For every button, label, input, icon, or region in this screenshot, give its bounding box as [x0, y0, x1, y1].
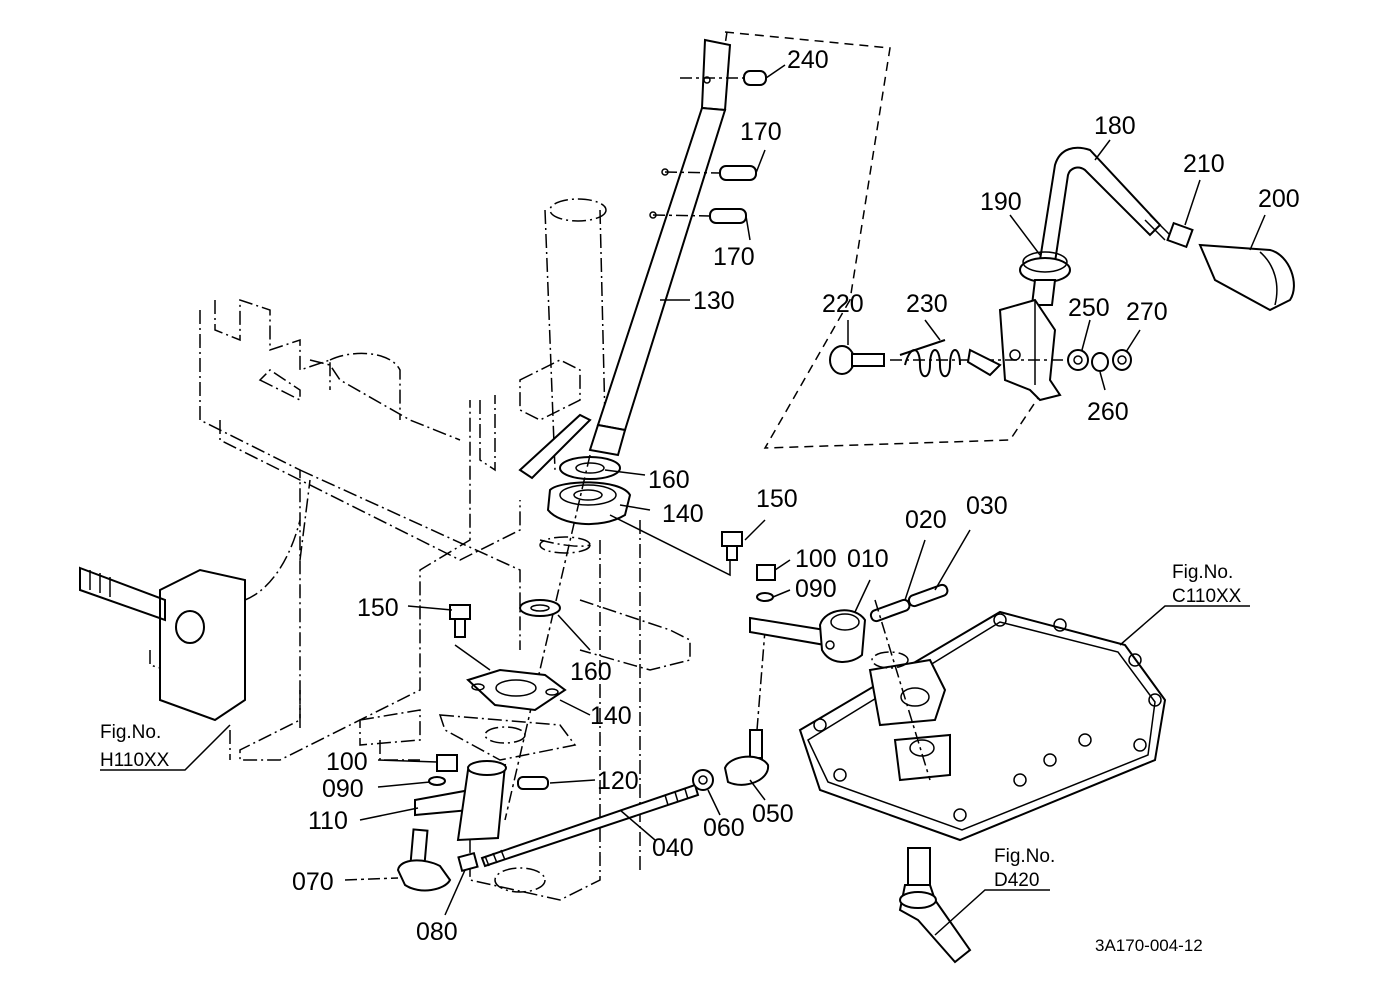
label-090-lower: 090: [322, 775, 364, 803]
lever-group-frame: [724, 31, 1041, 449]
washer-090-lower: [428, 776, 446, 786]
leader-lines: [100, 64, 1266, 936]
label-010: 010: [847, 545, 889, 573]
fig-ref-c110-line1: Fig.No.: [1172, 562, 1233, 583]
label-090-upper: 090: [795, 575, 837, 603]
label-040: 040: [652, 834, 694, 862]
drawing-code: 3A170-004-12: [1095, 936, 1203, 955]
side-shaft: [79, 519, 301, 722]
pin-170-lower: [709, 208, 747, 224]
label-260: 260: [1087, 398, 1129, 426]
figure-ref-c110: Fig.No. C110XX: [1172, 562, 1242, 607]
label-050: 050: [752, 800, 794, 828]
label-140-upper: 140: [662, 500, 704, 528]
washer-160-upper: [559, 456, 621, 480]
washer-090-upper: [756, 592, 774, 602]
spring-230: [899, 339, 961, 378]
label-060: 060: [703, 814, 745, 842]
ball-joint-050: [723, 729, 770, 786]
label-030: 030: [966, 492, 1008, 520]
label-200: 200: [1258, 185, 1300, 213]
rod-040: [480, 783, 700, 868]
fig-ref-h110-line2: H110XX: [100, 750, 170, 771]
label-250: 250: [1068, 294, 1110, 322]
bolt-220: [829, 345, 885, 375]
label-150-lower: 150: [357, 594, 399, 622]
nut-270: [1112, 349, 1132, 371]
label-120: 120: [597, 767, 639, 795]
label-170-upper: 170: [740, 118, 782, 146]
label-190: 190: [980, 188, 1022, 216]
nut-100-lower: [436, 754, 458, 772]
knob-200: [1198, 243, 1295, 312]
lever-180: [1038, 146, 1171, 264]
flange-140-lower: [466, 668, 567, 712]
label-160-lower: 160: [570, 658, 612, 686]
fig-ref-h110-line1: Fig.No.: [100, 722, 161, 743]
bolt-150-lower: [449, 604, 471, 638]
label-210: 210: [1183, 150, 1225, 178]
washer-160-lower: [519, 599, 561, 617]
label-080: 080: [416, 918, 458, 946]
part-labels: 240 170 170 130 180 210 200 190 220 230 …: [292, 46, 1300, 946]
bolt-150-upper: [721, 531, 743, 561]
nut-100-upper: [756, 564, 776, 581]
label-270: 270: [1126, 298, 1168, 326]
washer-250: [1067, 349, 1089, 371]
pin-170-upper: [719, 165, 757, 181]
label-160-upper: 160: [648, 466, 690, 494]
label-240: 240: [787, 46, 829, 74]
label-130: 130: [693, 287, 735, 315]
label-100-upper: 100: [795, 545, 837, 573]
figure-ref-d420: Fig.No. D420: [994, 846, 1055, 891]
nut-210: [1166, 221, 1194, 249]
label-100-lower: 100: [326, 748, 368, 776]
figure-ref-h110: Fig.No. H110XX: [100, 722, 170, 771]
label-020: 020: [905, 506, 947, 534]
nut-080: [457, 851, 479, 873]
label-180: 180: [1094, 112, 1136, 140]
label-140-lower: 140: [590, 702, 632, 730]
label-220: 220: [822, 290, 864, 318]
fig-ref-d420-line2: D420: [994, 870, 1039, 891]
fig-ref-d420-line1: Fig.No.: [994, 846, 1055, 867]
arm-110: [414, 760, 507, 842]
bush-140-upper: [546, 481, 632, 526]
label-230: 230: [906, 290, 948, 318]
lever-bracket: [998, 298, 1062, 402]
shaft-d420: [898, 847, 972, 964]
boot-190: [1019, 251, 1071, 306]
arm-010: [749, 609, 867, 663]
nut-060: [692, 769, 714, 791]
label-150-upper: 150: [756, 485, 798, 513]
gear-case-cover: [798, 599, 1167, 842]
label-170-lower: 170: [713, 243, 755, 271]
shift-lever-130: [588, 38, 745, 457]
label-110: 110: [308, 807, 348, 835]
pin-120: [517, 776, 549, 790]
label-070: 070: [292, 868, 334, 896]
ball-joint-070: [396, 828, 452, 892]
pin-030: [907, 583, 949, 608]
housing-phantom: [199, 198, 691, 901]
fig-ref-c110-line2: C110XX: [1172, 586, 1242, 607]
pin-240: [743, 70, 767, 86]
washer-260: [1091, 352, 1109, 372]
